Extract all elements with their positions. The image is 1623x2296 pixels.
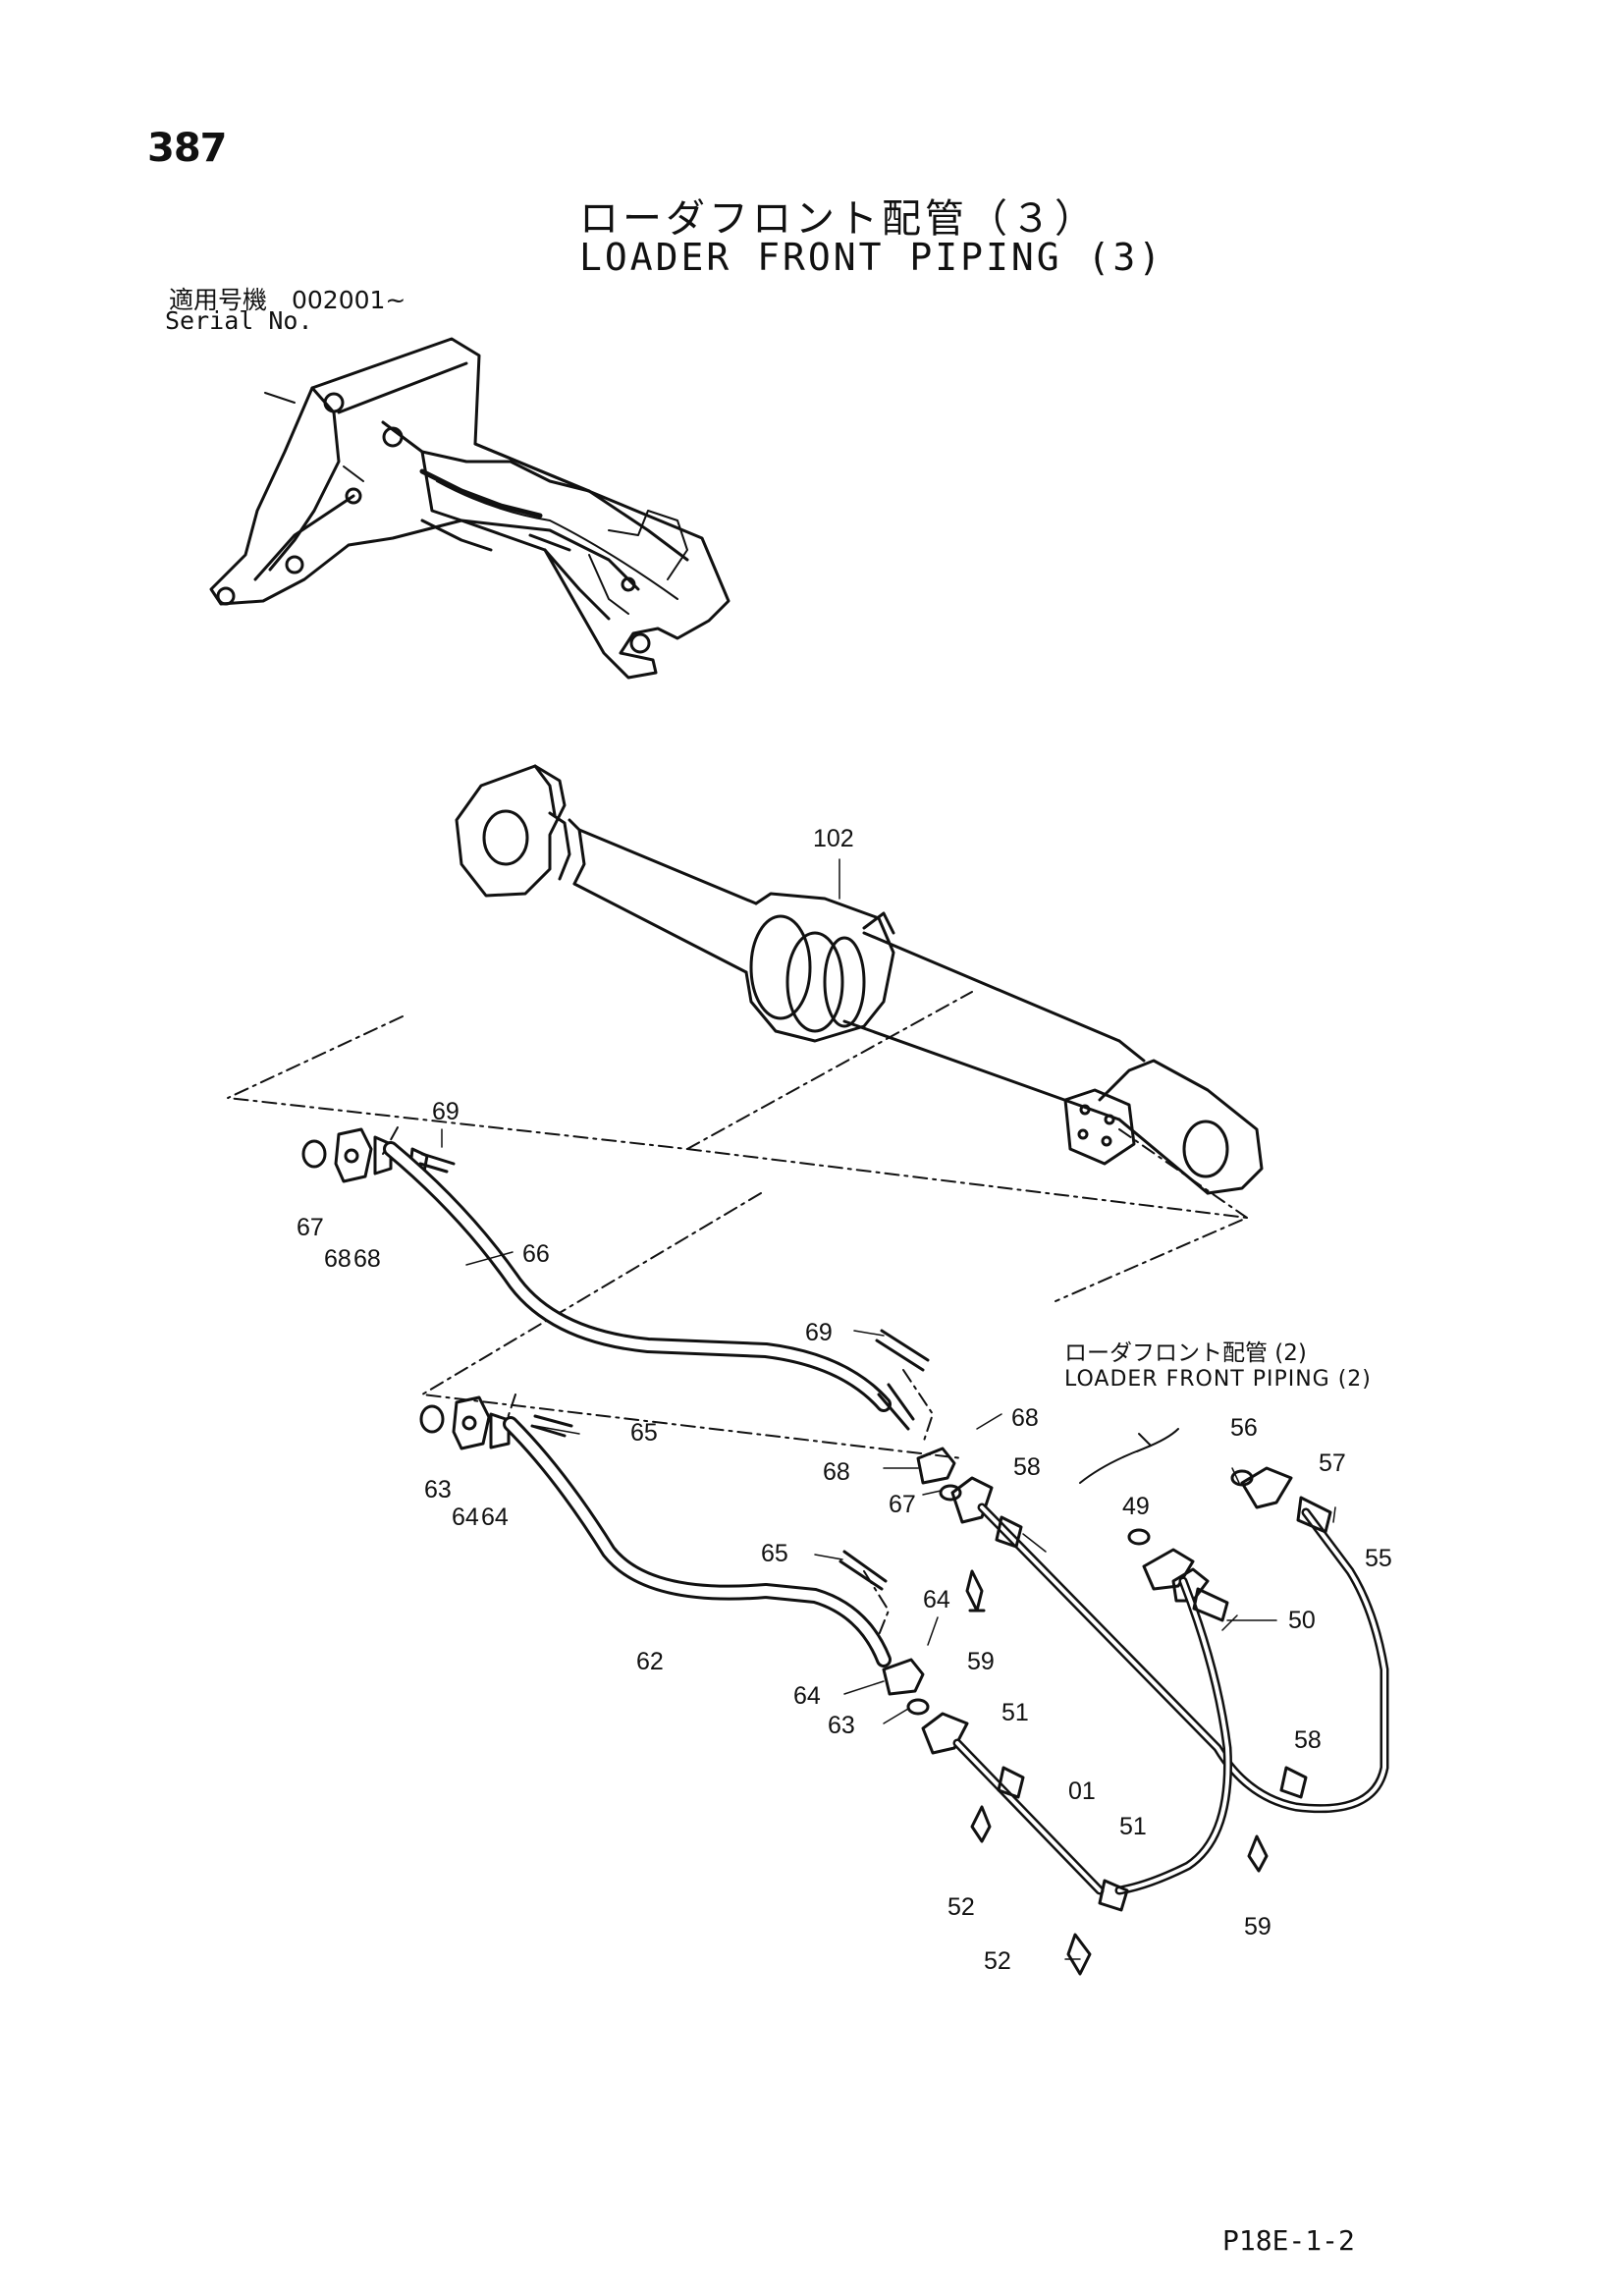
callout-67-b: 67 [889,1491,916,1518]
callout-63: 63 [424,1476,452,1503]
callout-01: 01 [1068,1777,1096,1805]
pipe-assemblies [921,1428,1389,1976]
boom-cylinder-102 [455,764,1264,1195]
reference-lines [227,991,1248,1636]
callout-69-b: 69 [805,1319,833,1346]
footer-page-code: P18E-1-2 [1222,2224,1355,2257]
callout-59-b: 59 [1244,1913,1271,1941]
callout-68-d: 68 [823,1458,850,1486]
serial-range-label: 適用号機 002001~ [169,286,406,314]
callout-64-c: 64 [923,1586,950,1613]
serial-number-label: Serial No. [165,306,313,335]
callout-69: 69 [432,1098,460,1125]
callout-66: 66 [522,1240,550,1268]
callout-65: 65 [630,1419,658,1447]
callout-59: 59 [967,1648,995,1675]
callout-52: 52 [947,1893,975,1921]
loader-boom-illustration [209,337,730,680]
callout-51: 51 [1001,1699,1029,1726]
callout-49: 49 [1122,1493,1150,1520]
title-japanese: ローダフロント配管（３） [579,196,1098,242]
callout-50: 50 [1288,1607,1316,1634]
callout-68-b: 68 [353,1245,381,1273]
title-english: LOADER FRONT PIPING (3) [579,236,1164,279]
callout-64-d: 64 [793,1682,821,1710]
callout-68-c: 68 [1011,1404,1039,1432]
callout-64-b: 64 [481,1503,509,1531]
reference-label-japanese: ローダフロント配管 (2) [1064,1340,1307,1366]
callout-leaders [441,858,1336,1960]
callout-58: 58 [1013,1453,1041,1481]
callout-68: 68 [324,1245,352,1273]
reference-label-english: LOADER FRONT PIPING (2) [1064,1367,1372,1392]
callout-numbers: 102 69 67 68 68 66 69 68 68 67 63 64 64 … [297,825,1392,1975]
callout-51-b: 51 [1119,1813,1147,1840]
callout-52-b: 52 [984,1947,1011,1975]
callout-64: 64 [452,1503,479,1531]
callout-102: 102 [813,825,854,852]
callout-63-b: 63 [828,1712,855,1739]
callout-57: 57 [1319,1449,1346,1477]
callout-65-b: 65 [761,1540,788,1567]
hose-66-assembly [301,1127,962,1502]
callout-58-b: 58 [1294,1726,1322,1754]
hose-62-assembly [419,1395,930,1716]
callout-62: 62 [636,1648,664,1675]
callout-67: 67 [297,1214,324,1241]
callout-55: 55 [1365,1545,1392,1572]
callout-56: 56 [1230,1414,1258,1442]
page-number: 387 [147,126,227,171]
